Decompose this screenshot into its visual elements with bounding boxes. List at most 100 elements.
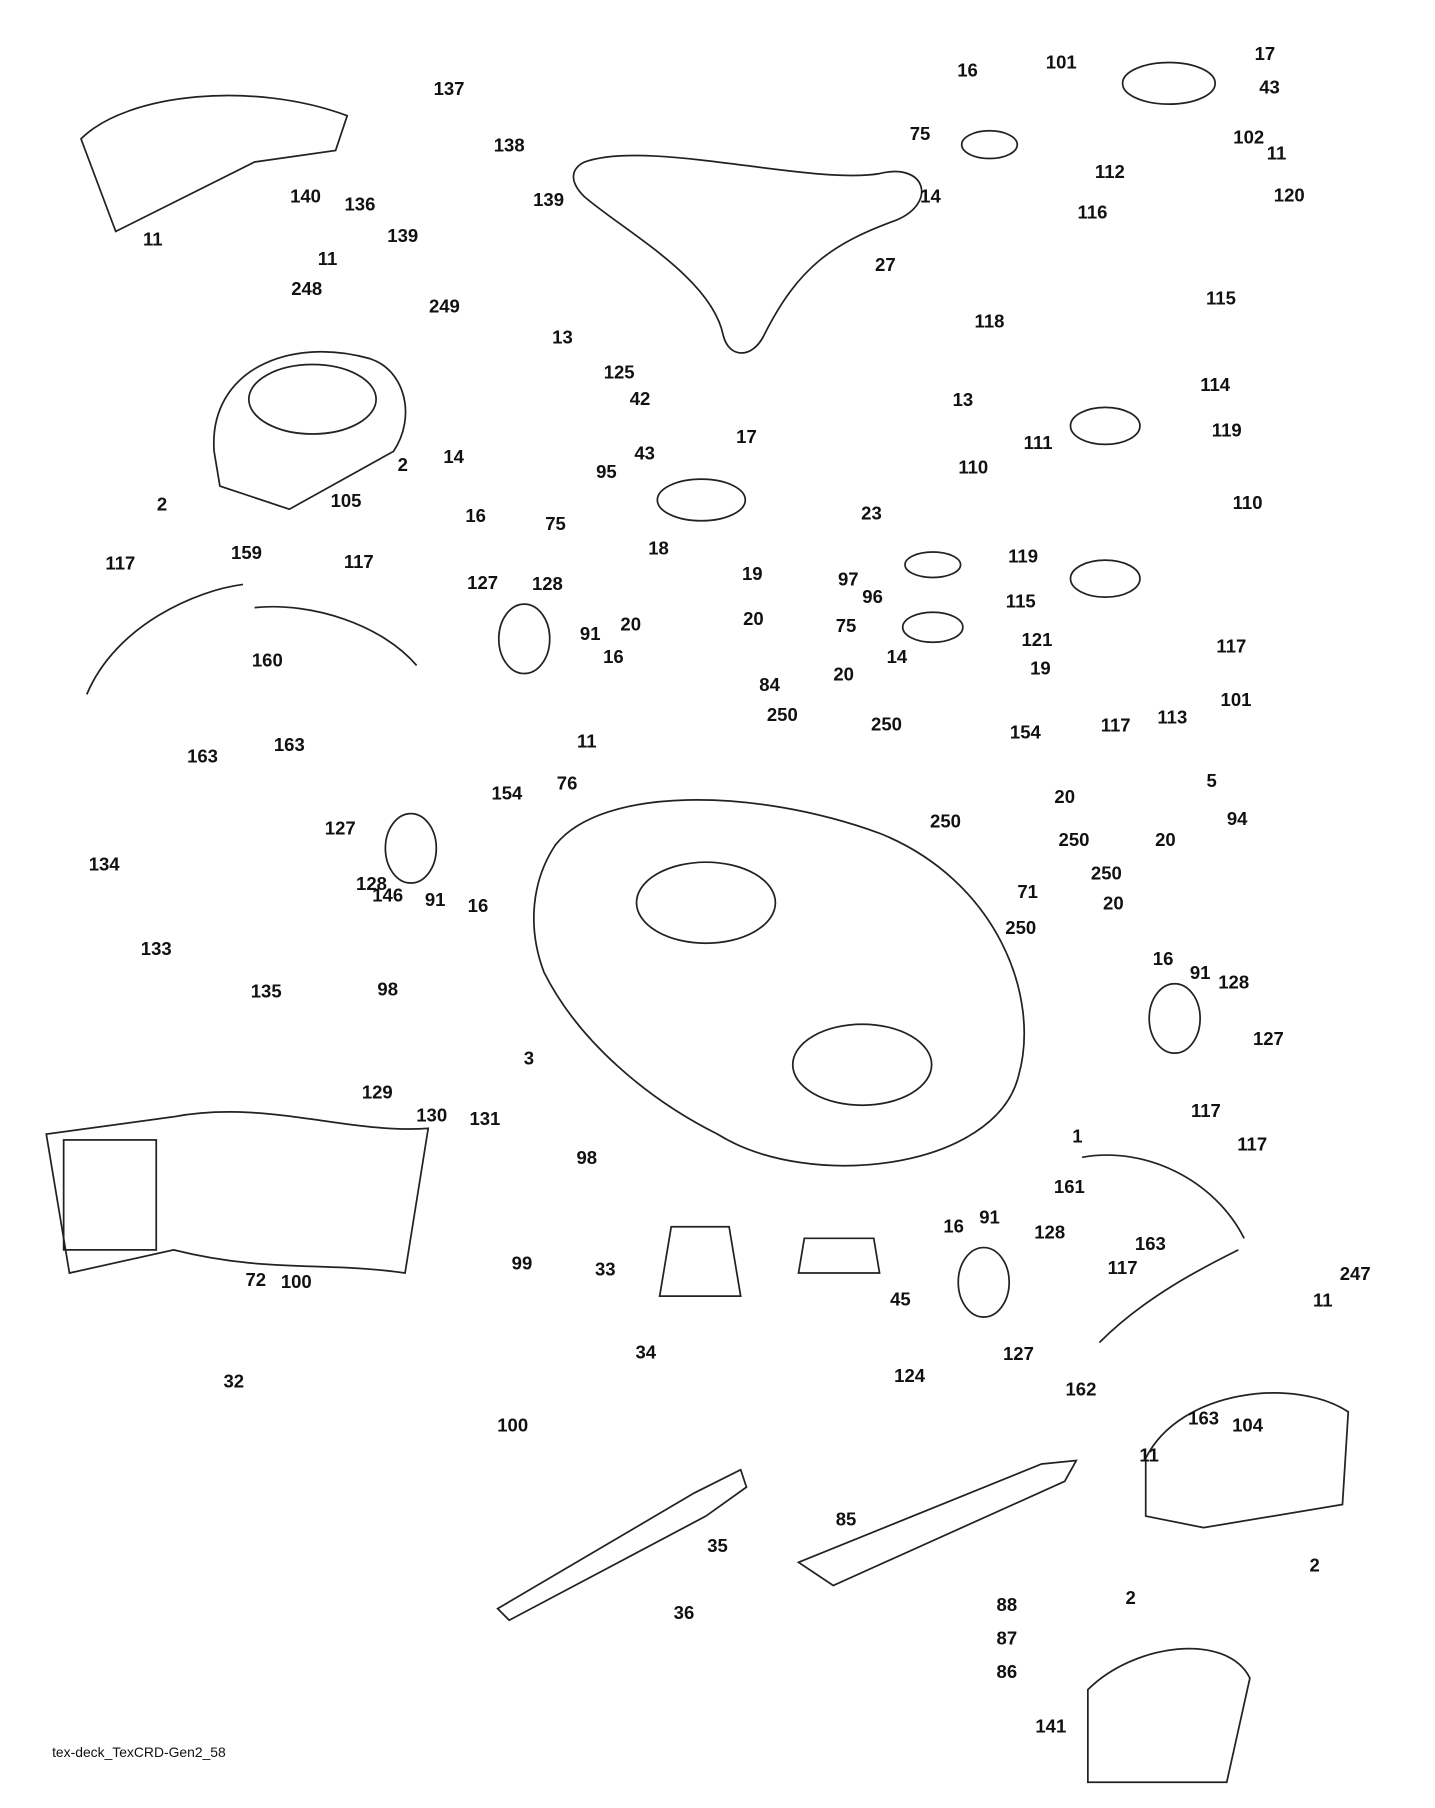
part-callout-249: 249: [428, 297, 460, 318]
part-callout-128: 128: [1218, 973, 1250, 993]
part-callout-248: 248: [291, 280, 323, 300]
part-callout-160: 160: [251, 651, 283, 672]
part-callout-14: 14: [920, 187, 941, 208]
part-callout-127: 127: [324, 819, 356, 840]
part-callout-16: 16: [943, 1217, 964, 1238]
idler-75: [960, 129, 1019, 160]
part-callout-159: 159: [231, 543, 262, 564]
discharge-chute: [45, 1111, 430, 1275]
part-callout-128: 128: [1034, 1223, 1066, 1243]
part-callout-138: 138: [493, 136, 525, 157]
gauge-wheel: [497, 603, 551, 675]
part-callout-11: 11: [142, 230, 163, 250]
part-callout-135: 135: [250, 982, 282, 1003]
part-callout-134: 134: [88, 855, 120, 875]
part-callout-250: 250: [1005, 918, 1037, 939]
part-callout-86: 86: [996, 1663, 1018, 1683]
part-callout-98: 98: [576, 1149, 598, 1169]
part-callout-91: 91: [424, 891, 446, 911]
part-callout-19: 19: [741, 564, 763, 585]
blade-85: [796, 1459, 1078, 1587]
part-callout-104: 104: [1232, 1416, 1264, 1437]
part-callout-11: 11: [1139, 1446, 1159, 1467]
part-callout-100: 100: [280, 1273, 312, 1293]
part-callout-75: 75: [545, 514, 566, 535]
part-callout-11: 11: [317, 249, 338, 270]
part-callout-162: 162: [1065, 1380, 1097, 1401]
part-callout-42: 42: [629, 390, 651, 410]
part-callout-250: 250: [930, 812, 961, 833]
part-callout-121: 121: [1021, 630, 1053, 651]
part-callout-34: 34: [635, 1343, 657, 1364]
part-callout-124: 124: [894, 1366, 926, 1387]
part-callout-19: 19: [1030, 659, 1051, 680]
part-callout-2: 2: [1309, 1556, 1320, 1577]
part-callout-85: 85: [835, 1510, 857, 1530]
gearbox-119: [1069, 406, 1141, 446]
part-callout-101: 101: [1045, 53, 1077, 73]
part-callout-17: 17: [736, 428, 757, 448]
part-callout-141: 141: [1035, 1717, 1067, 1738]
part-callout-97: 97: [838, 570, 859, 591]
part-callout-18: 18: [648, 539, 669, 559]
belt-cover-140: [80, 94, 349, 233]
idler-75-b: [901, 611, 964, 644]
part-callout-16: 16: [467, 896, 489, 917]
part-callout-33: 33: [594, 1260, 616, 1280]
part-callout-76: 76: [556, 774, 578, 794]
part-callout-118: 118: [974, 312, 1005, 333]
part-callout-17: 17: [1254, 45, 1276, 65]
part-callout-250: 250: [1058, 830, 1090, 851]
part-callout-32: 32: [223, 1372, 245, 1393]
part-callout-163: 163: [1188, 1409, 1220, 1430]
part-callout-125: 125: [603, 363, 635, 384]
part-callout-105: 105: [330, 491, 362, 512]
part-callout-117: 117: [1237, 1135, 1268, 1155]
part-callout-75: 75: [909, 124, 931, 145]
part-callout-95: 95: [596, 462, 617, 483]
part-callout-75: 75: [835, 616, 857, 637]
part-callout-130: 130: [416, 1106, 448, 1127]
part-callout-110: 110: [958, 458, 989, 478]
part-callout-91: 91: [579, 624, 601, 645]
part-callout-115: 115: [1206, 289, 1236, 309]
gauge-wheel: [957, 1246, 1011, 1318]
part-callout-13: 13: [952, 391, 974, 411]
drive-belt: [572, 154, 923, 354]
spindle-33: [658, 1225, 742, 1298]
part-callout-161: 161: [1053, 1178, 1085, 1198]
part-callout-129: 129: [361, 1083, 393, 1103]
part-callout-127: 127: [1252, 1029, 1284, 1050]
part-callout-117: 117: [105, 554, 136, 575]
part-callout-88: 88: [996, 1595, 1018, 1616]
part-callout-127: 127: [1002, 1344, 1034, 1365]
part-callout-110: 110: [1232, 494, 1263, 514]
part-callout-11: 11: [1266, 144, 1287, 165]
part-callout-137: 137: [433, 79, 465, 100]
part-callout-128: 128: [531, 575, 563, 595]
deflector-arm-162: [1098, 1249, 1239, 1344]
part-callout-23: 23: [861, 504, 882, 525]
drawing-code: tex-deck_TexCRD-Gen2_58: [52, 1744, 226, 1761]
deflector-arm-161: [1081, 1154, 1245, 1239]
part-callout-116: 116: [1077, 203, 1108, 224]
part-callout-163: 163: [273, 736, 305, 756]
part-callout-20: 20: [743, 609, 764, 630]
part-callout-154: 154: [1009, 723, 1041, 743]
part-callout-146: 146: [372, 886, 404, 907]
part-callout-117: 117: [343, 553, 374, 573]
part-callout-14: 14: [443, 447, 464, 468]
gearbox-119-b: [1069, 559, 1141, 599]
part-callout-91: 91: [979, 1208, 1000, 1228]
part-callout-112: 112: [1094, 163, 1125, 183]
part-callout-84: 84: [759, 675, 780, 696]
part-callout-250: 250: [766, 705, 798, 726]
part-callout-45: 45: [890, 1290, 911, 1311]
part-callout-154: 154: [491, 784, 523, 805]
belt-cover-104: [1144, 1392, 1350, 1529]
part-callout-100: 100: [497, 1416, 529, 1437]
part-callout-11: 11: [1313, 1291, 1333, 1312]
part-callout-5: 5: [1206, 771, 1217, 792]
part-callout-35: 35: [707, 1536, 728, 1557]
